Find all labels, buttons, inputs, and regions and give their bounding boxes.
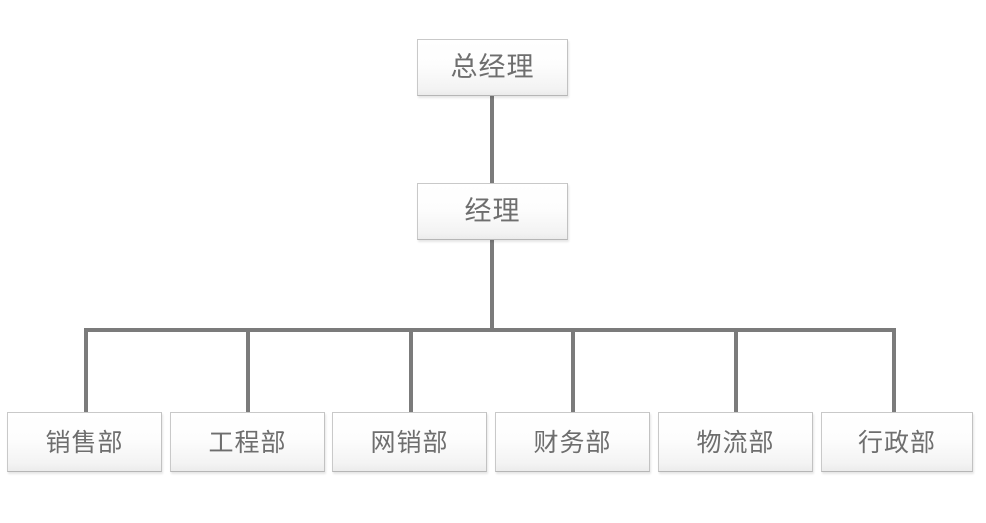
org-node-general-manager[interactable]: 总经理 (417, 39, 568, 96)
org-node-label: 经理 (464, 196, 521, 227)
org-node-sales-department[interactable]: 销售部 (7, 412, 162, 472)
connector-horizontal-bus (84, 328, 896, 332)
connector-bus-to-sales (84, 328, 88, 413)
org-node-label: 总经理 (450, 52, 535, 83)
org-node-administration-department[interactable]: 行政部 (821, 412, 973, 472)
org-node-label: 行政部 (857, 427, 936, 457)
org-node-finance-department[interactable]: 财务部 (495, 412, 650, 472)
org-node-logistics-department[interactable]: 物流部 (658, 412, 813, 472)
connector-general-manager-to-manager (490, 96, 494, 183)
org-node-label: 工程部 (208, 427, 287, 457)
org-node-label: 网销部 (370, 427, 449, 457)
connector-bus-to-engineering (246, 328, 250, 413)
connector-bus-to-finance (571, 328, 575, 413)
connector-manager-to-bus (490, 240, 494, 332)
org-node-engineering-department[interactable]: 工程部 (170, 412, 325, 472)
connector-bus-to-administration (892, 328, 896, 413)
org-node-label: 销售部 (45, 427, 124, 457)
connector-bus-to-logistics (734, 328, 738, 413)
org-node-label: 物流部 (696, 427, 775, 457)
org-node-manager[interactable]: 经理 (417, 183, 568, 240)
connector-bus-to-online-sales (409, 328, 413, 413)
org-node-online-sales-department[interactable]: 网销部 (332, 412, 487, 472)
org-node-label: 财务部 (533, 427, 612, 457)
